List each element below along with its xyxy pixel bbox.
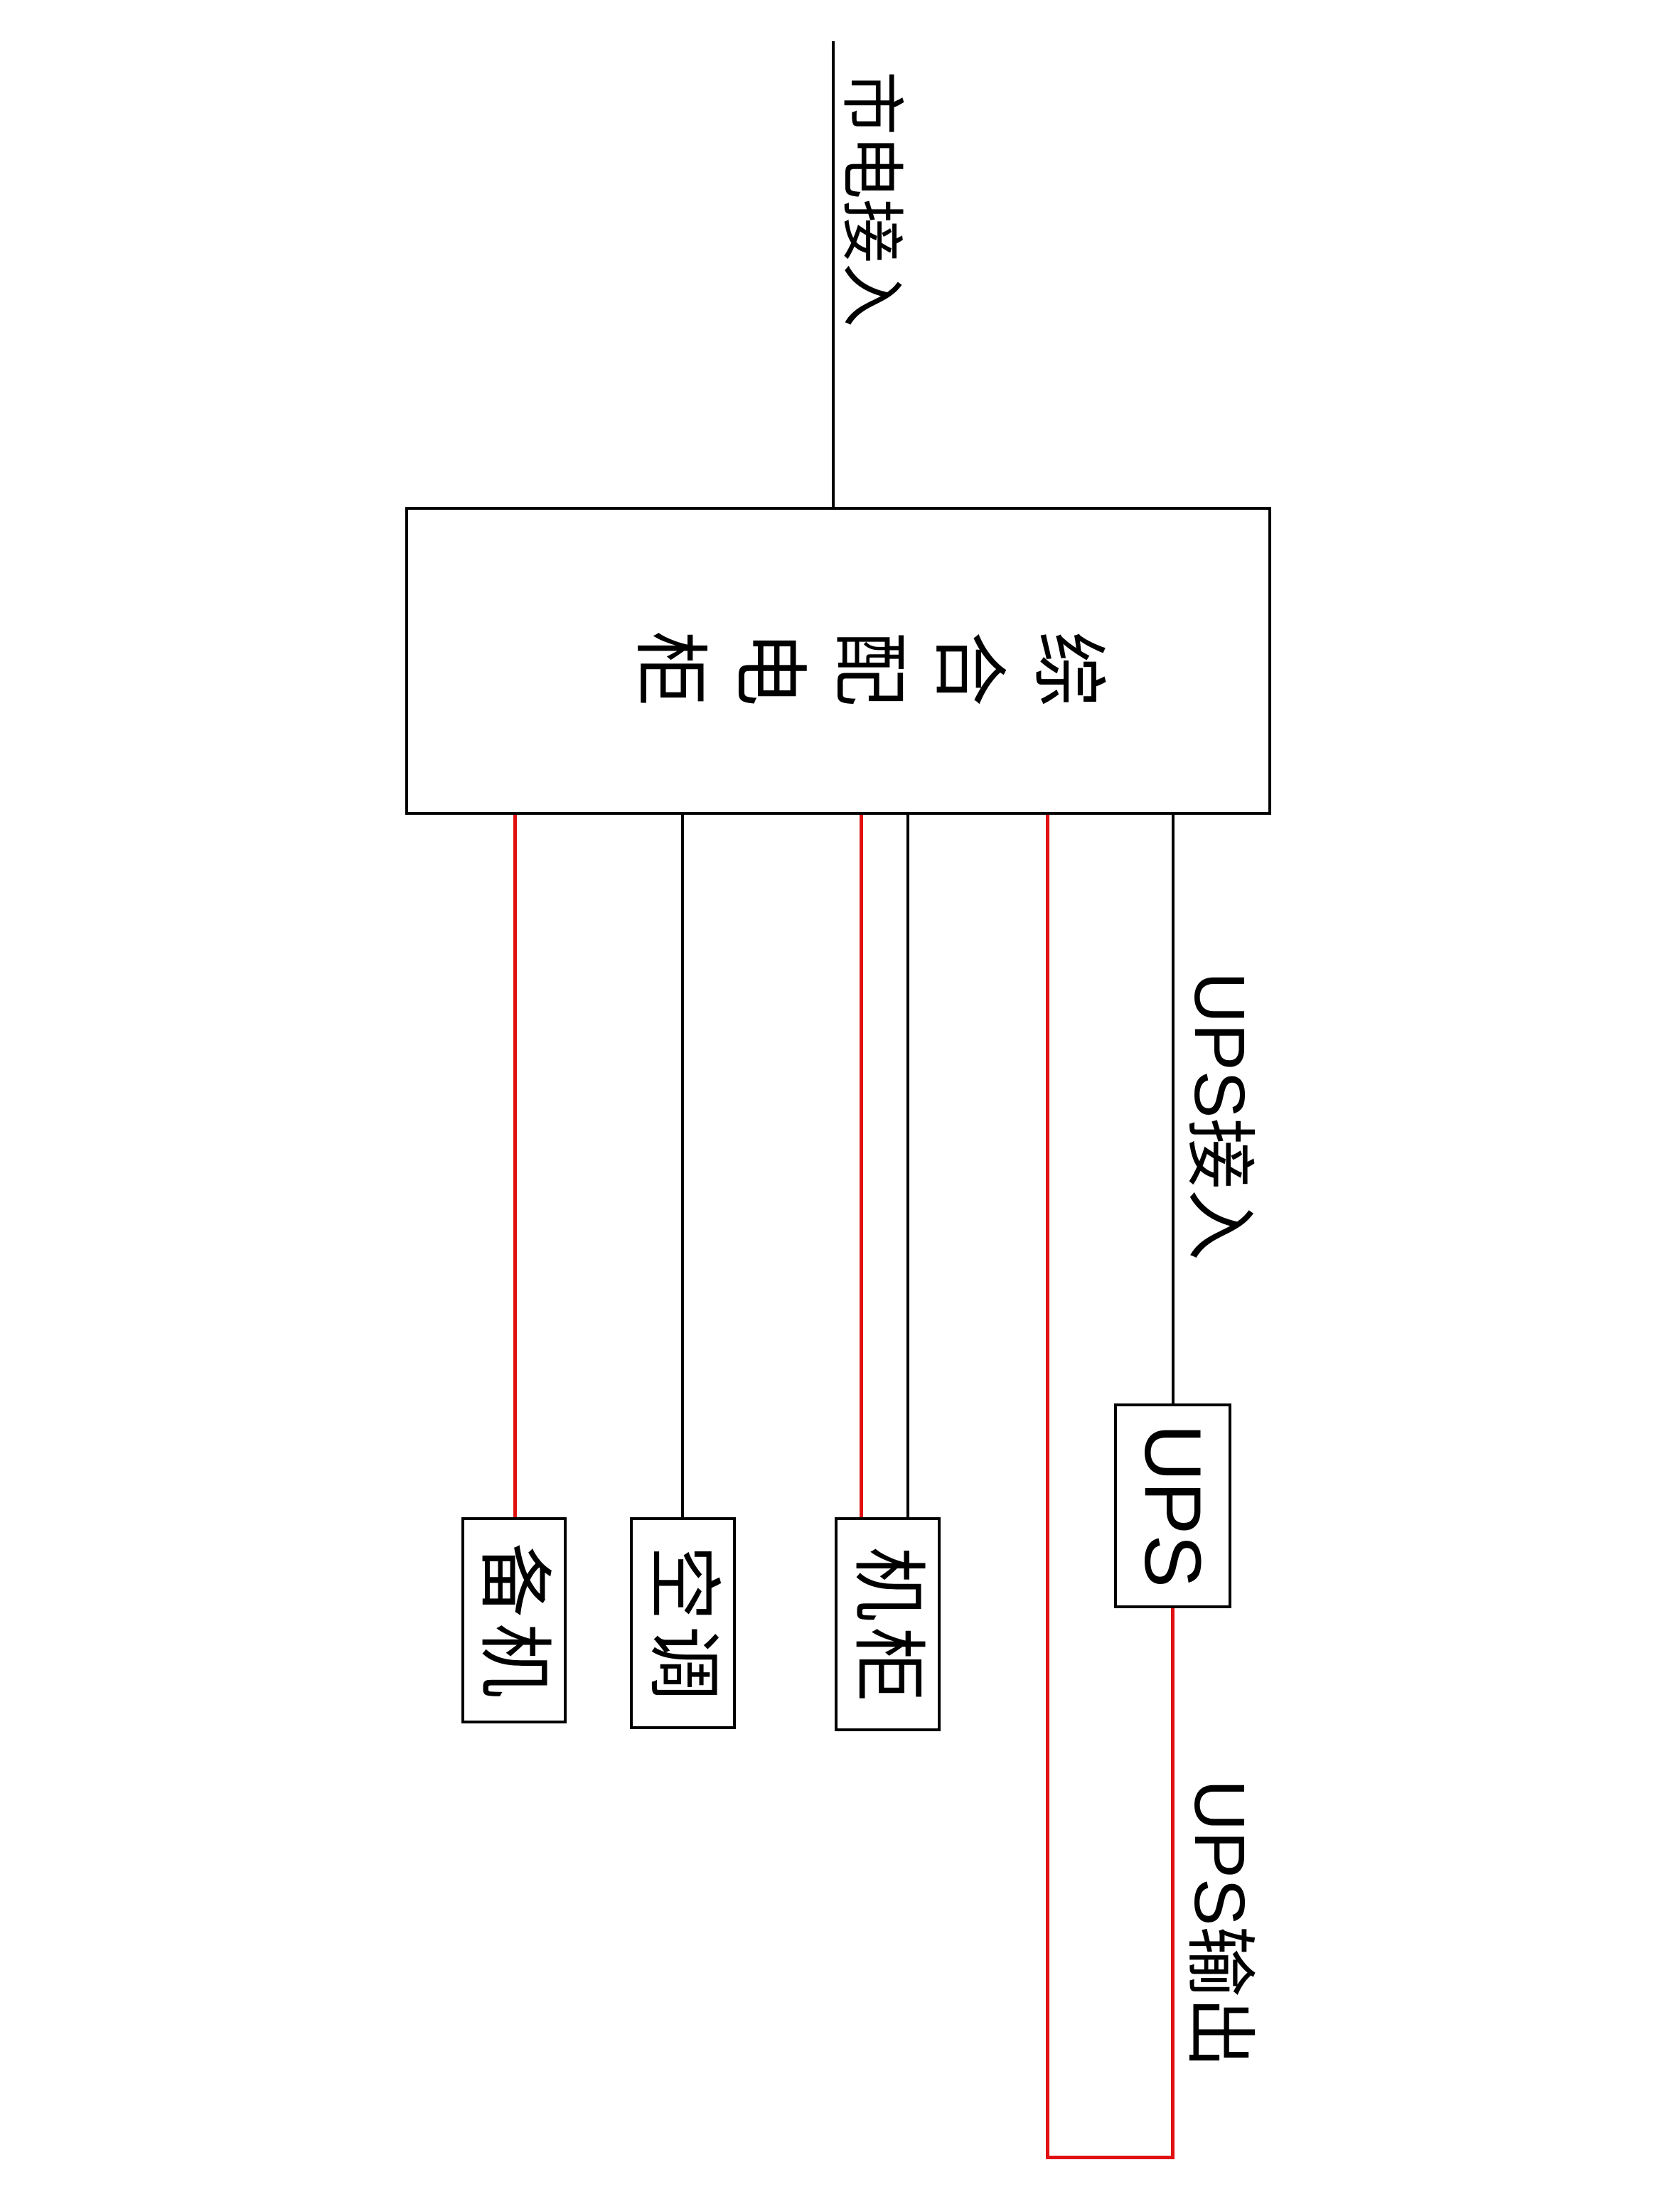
ups-input-line (1172, 815, 1175, 1403)
ups-output-line-return (1046, 815, 1049, 2159)
ac-load-box: 空调 (630, 1517, 736, 1729)
distribution-cabinet-box: 综合配电柜 (405, 507, 1271, 815)
ups-output-line-top (1171, 1608, 1175, 2159)
ups-output-line-vertical (1046, 2156, 1175, 2159)
mains-input-label: 市电接入 (835, 71, 906, 327)
rack-load-label: 机柜 (846, 1546, 929, 1708)
ups-unit-label: UPS (1128, 1423, 1218, 1588)
rack-ups-feed-line (860, 815, 863, 1517)
backup-load-label: 备机 (472, 1542, 556, 1703)
backup-load-box: 备机 (461, 1517, 567, 1723)
mains-input-line (832, 41, 835, 510)
ac-load-label: 空调 (641, 1545, 724, 1706)
ac-mains-feed-line (681, 815, 684, 1517)
rack-mains-feed-line (906, 815, 909, 1517)
rack-load-box: 机柜 (835, 1517, 941, 1731)
ups-output-label: UPS输出 (1179, 1780, 1259, 2068)
distribution-cabinet-label: 综合配电柜 (611, 619, 1108, 703)
ups-unit-box: UPS (1114, 1403, 1231, 1608)
ups-input-label: UPS接入 (1179, 972, 1259, 1261)
backup-ups-feed-line (513, 815, 517, 1517)
